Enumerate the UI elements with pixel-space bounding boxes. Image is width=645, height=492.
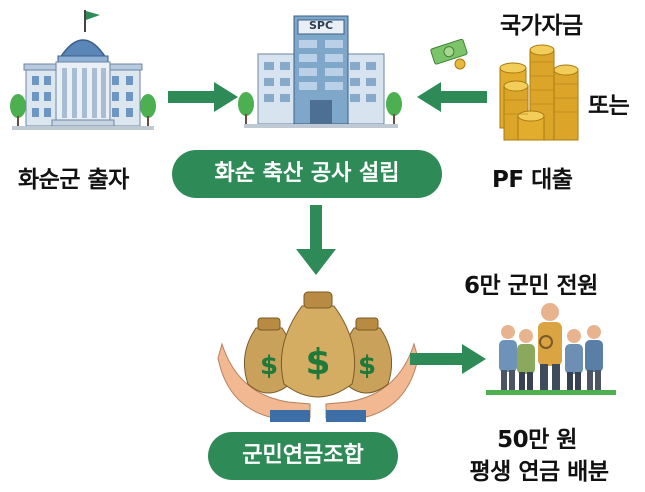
corporation-pill: 화순 축산 공사 설립: [172, 150, 442, 198]
arrow-right-icon: [168, 82, 238, 112]
coin-stacks-icon: [503, 44, 579, 141]
svg-text:$: $: [305, 342, 330, 383]
pension-line2: 평생 연금 배분: [469, 459, 609, 485]
spc-building-icon: [238, 15, 402, 128]
svg-text:$: $: [260, 351, 278, 381]
funding-label-bottom: PF 대출: [492, 167, 573, 193]
money-bags-hands-icon: $ $ $: [217, 291, 419, 422]
arrow-left-icon: [417, 82, 487, 112]
government-building-icon: [10, 10, 156, 130]
arrow-down-icon: [296, 205, 336, 275]
spc-sign: SPC: [308, 19, 334, 32]
funding-label-top: 국가자금: [500, 13, 583, 39]
people-group-icon: [486, 303, 616, 395]
union-pill: 군민연금조합: [208, 432, 398, 480]
pension-line1: 50만 원: [497, 427, 577, 453]
residents-label: 6만 군민 전원: [464, 273, 598, 299]
funding-label-or: 또는: [588, 93, 630, 119]
county-label: 화순군 출자: [18, 167, 129, 193]
svg-text:$: $: [358, 351, 376, 381]
arrow-right-icon: [410, 344, 486, 374]
